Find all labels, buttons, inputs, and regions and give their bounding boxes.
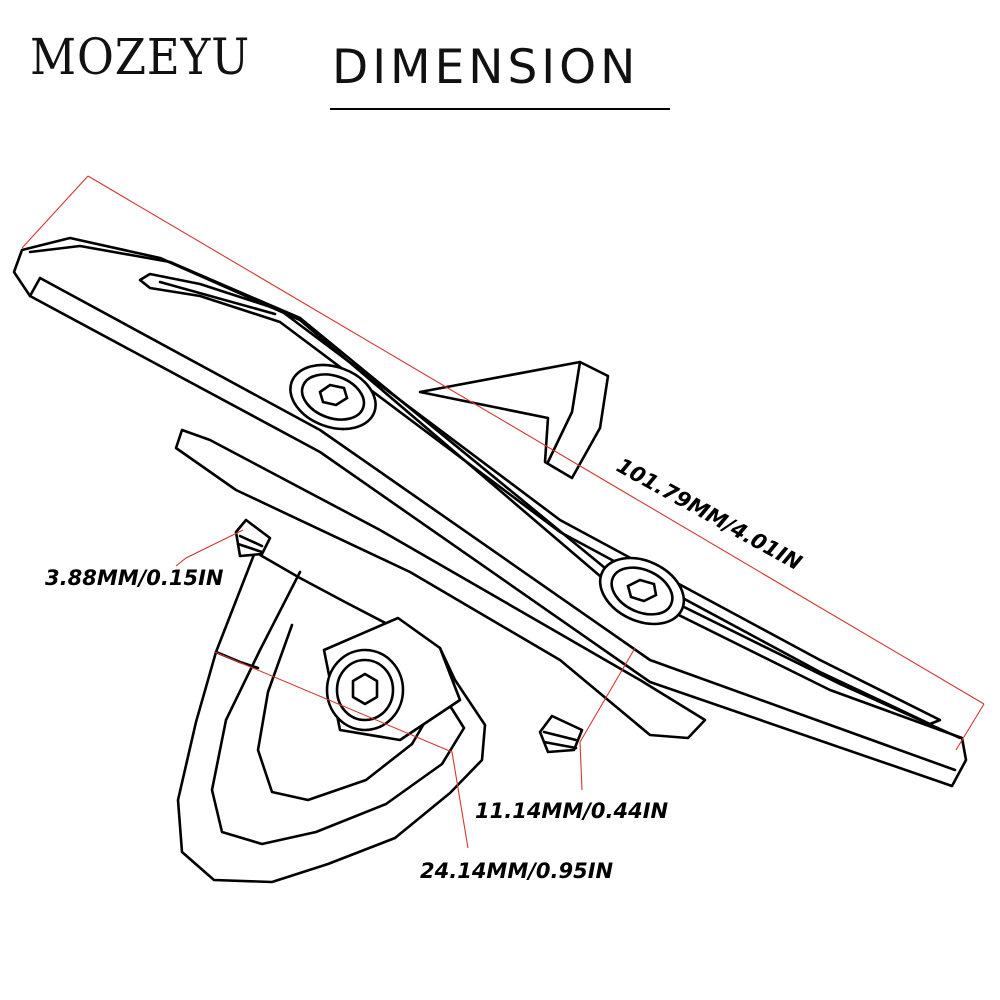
rear-fin-edge — [546, 360, 582, 464]
brand-logo: MOZEYU — [30, 28, 251, 86]
top-groove — [138, 272, 942, 726]
thread-stud-left — [234, 518, 272, 558]
dimension-line-length — [87, 175, 985, 705]
dimension-thread-label: 3.88MM/0.15IN — [45, 566, 224, 590]
dimension-line-width — [214, 651, 469, 849]
lower-bracket-inner — [210, 570, 466, 846]
rear-fin — [418, 360, 610, 480]
dimension-width-label: 24.14MM/0.95IN — [420, 859, 614, 883]
dimension-line-offset — [579, 647, 636, 743]
main-plate-bottom-edge — [28, 276, 957, 772]
hex-socket-icon — [351, 672, 379, 706]
hex-socket-icon — [318, 383, 349, 407]
page-title: DIMENSION — [332, 40, 640, 95]
base-plate — [174, 428, 707, 740]
main-plate-top-face — [28, 244, 962, 740]
dimension-offset-label: 11.14MM/0.44IN — [475, 799, 669, 823]
dimension-length-label: 101.79MM/4.01IN — [613, 453, 807, 575]
hex-socket-icon — [626, 578, 658, 603]
thread-stud-right — [538, 714, 584, 754]
lower-bracket-slot — [256, 623, 434, 802]
dimension-line-thread — [175, 529, 244, 567]
groove-inner — [158, 280, 277, 316]
main-plate — [12, 236, 968, 788]
title-underline — [330, 108, 670, 110]
